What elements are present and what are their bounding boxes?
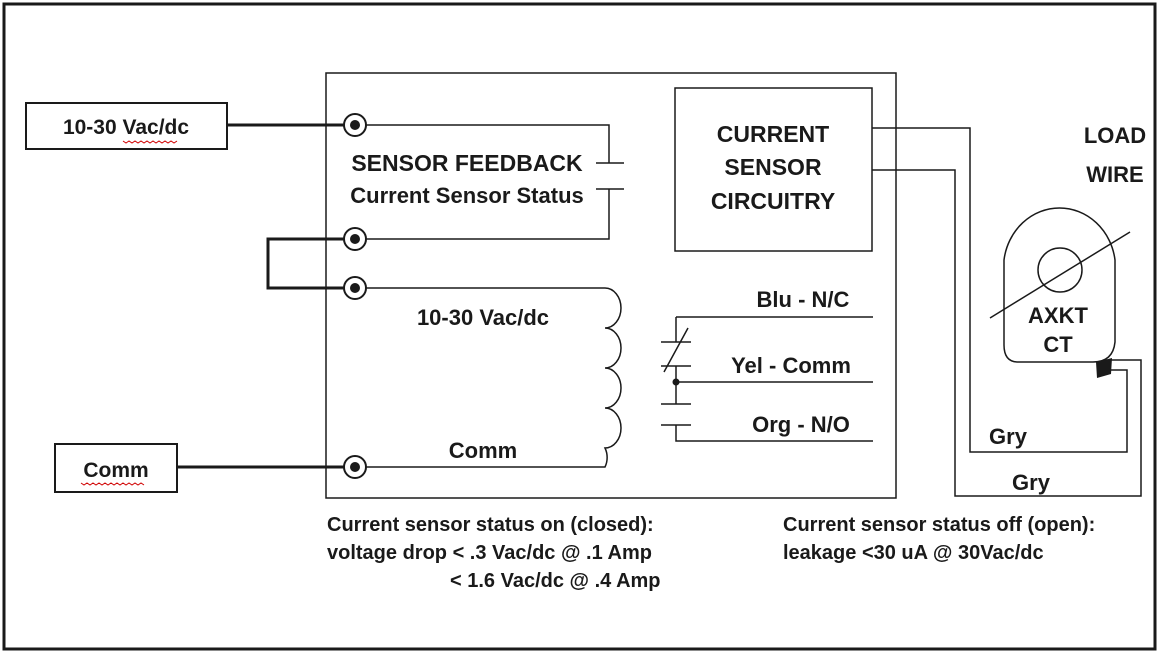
ct-model-label: AXKT bbox=[1028, 303, 1088, 328]
circuitry-line-2: SENSOR bbox=[724, 154, 822, 180]
feedback-contact-wiring bbox=[366, 124, 624, 240]
ct-type-label: CT bbox=[1043, 332, 1073, 357]
terminal-2 bbox=[343, 227, 367, 251]
circuitry-line-3: CIRCUITRY bbox=[711, 188, 835, 214]
gray-wire-inner-label: Gry bbox=[989, 424, 1028, 449]
supply-input-label-box: 10-30 Vac/dc bbox=[25, 102, 228, 150]
load-wire-line-2: WIRE bbox=[1086, 162, 1143, 187]
device-enclosure bbox=[325, 72, 897, 499]
terminal-4 bbox=[343, 455, 367, 479]
sensor-feedback-subtitle: Current Sensor Status bbox=[350, 183, 584, 208]
status-on-line-1: voltage drop < .3 Vac/dc @ .1 Amp bbox=[327, 542, 652, 564]
spell-underline-comm bbox=[80, 482, 145, 486]
relay-coil bbox=[366, 287, 622, 468]
sensor-feedback-title: SENSOR FEEDBACK bbox=[351, 150, 583, 176]
status-on-title: Current sensor status on (closed): bbox=[327, 514, 654, 536]
terminal-jumper-wire bbox=[266, 237, 344, 290]
load-wire-line-1: LOAD bbox=[1084, 123, 1146, 148]
comm-input-label-box: Comm bbox=[54, 443, 178, 493]
gray-wire-outer-label: Gry bbox=[1012, 470, 1051, 495]
gray-wire-inner bbox=[872, 127, 1128, 453]
relay-output-contacts bbox=[661, 316, 873, 442]
status-off-line-1: leakage <30 uA @ 30Vac/dc bbox=[783, 542, 1044, 564]
output-nc-label: Blu - N/C bbox=[757, 287, 850, 312]
load-wire bbox=[989, 231, 1131, 319]
spell-underline-vacdc bbox=[122, 140, 178, 144]
gray-wire-outer bbox=[872, 169, 1142, 497]
output-common-label: Yel - Comm bbox=[731, 353, 851, 378]
coil-comm-label: Comm bbox=[449, 438, 517, 463]
status-off-note: Current sensor status off (open): leakag… bbox=[783, 514, 1095, 564]
status-on-note: Current sensor status on (closed): volta… bbox=[327, 514, 661, 592]
terminal-3 bbox=[343, 276, 367, 300]
terminal-1 bbox=[343, 113, 367, 137]
supply-input-label: 10-30 Vac/dc bbox=[63, 116, 189, 139]
circuitry-line-1: CURRENT bbox=[717, 121, 829, 147]
current-transformer bbox=[989, 207, 1131, 378]
output-no-label: Org - N/O bbox=[752, 412, 850, 437]
coil-voltage-label: 10-30 Vac/dc bbox=[417, 305, 549, 330]
current-sensor-circuitry-block: CURRENT SENSOR CIRCUITRY bbox=[674, 87, 873, 252]
status-on-line-2: < 1.6 Vac/dc @ .4 Amp bbox=[450, 570, 661, 592]
comm-input-label: Comm bbox=[83, 459, 148, 482]
status-off-title: Current sensor status off (open): bbox=[783, 514, 1095, 536]
